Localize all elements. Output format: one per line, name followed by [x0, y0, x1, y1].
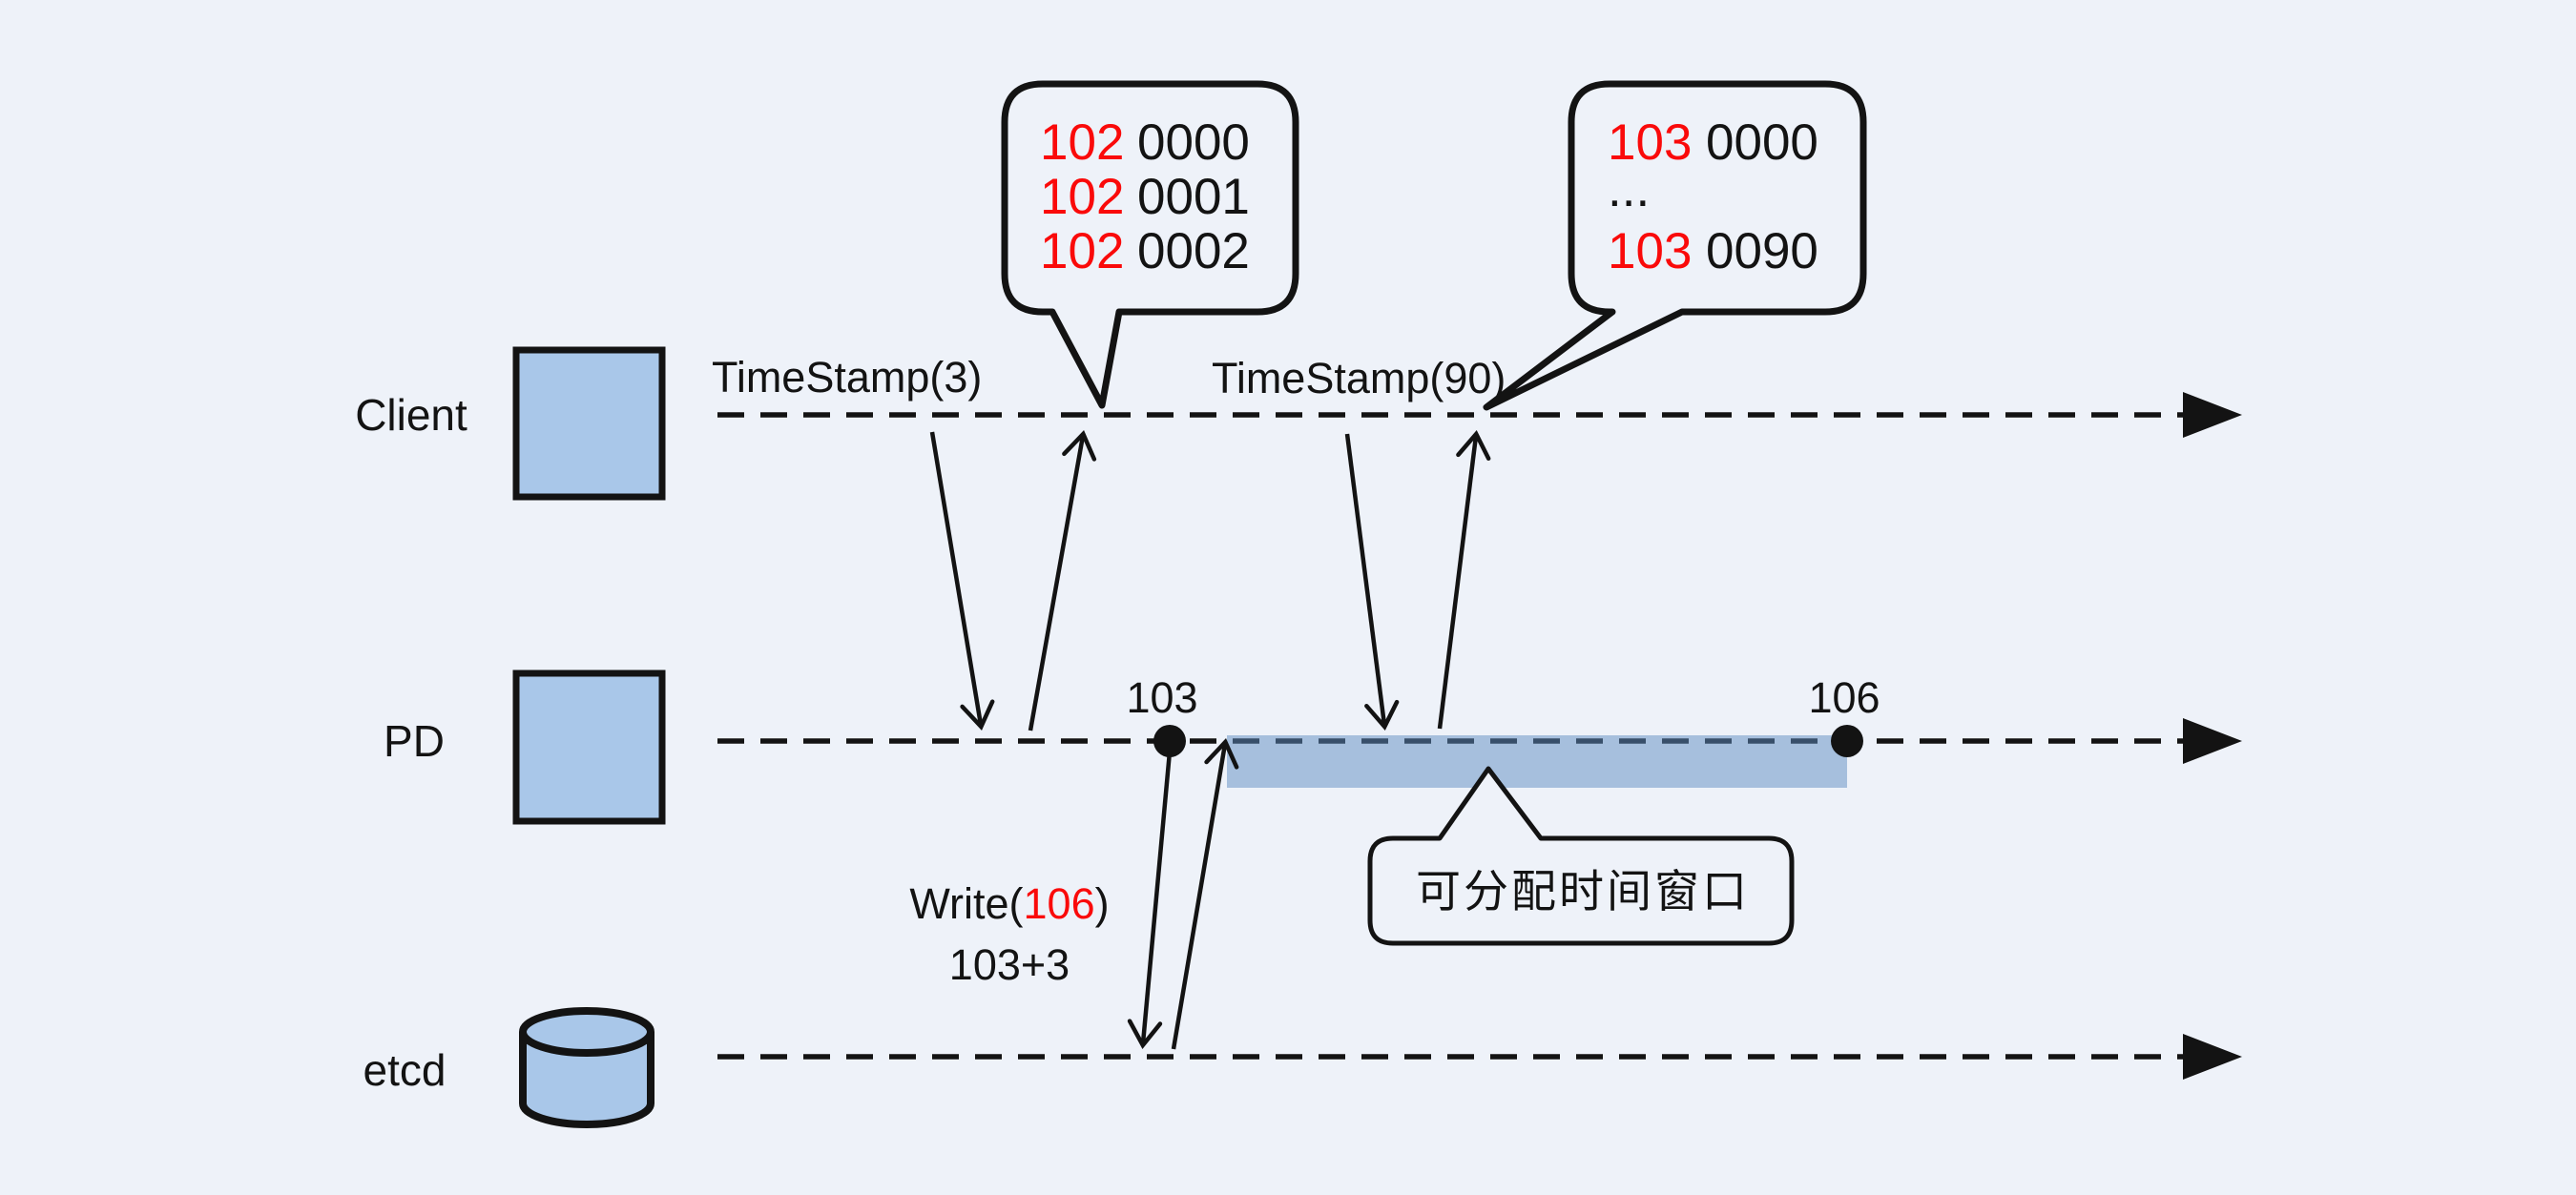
bubble2-line2-ellipsis: ...	[1608, 161, 1650, 217]
lane-label-etcd: etcd	[364, 1045, 447, 1095]
bubble2-line3-red: 103	[1608, 223, 1692, 279]
pd-point-103-dot	[1153, 725, 1186, 757]
allocatable-window-band	[1227, 735, 1847, 788]
ts90-response-arrow	[1437, 436, 1476, 730]
timestamp90-label: TimeStamp(90)	[1212, 354, 1506, 402]
pd-point-106-label: 106	[1808, 673, 1880, 722]
ts3-response-arrow	[1028, 436, 1083, 731]
bubble1-line1-black: 0000	[1137, 114, 1250, 171]
speech-bubble-ts3	[1001, 80, 1299, 409]
timestamp3-label: TimeStamp(3)	[712, 353, 982, 402]
etcd-ack-arrow	[1171, 744, 1225, 1050]
bubble1-line2-black: 0001	[1137, 169, 1250, 225]
write-label-suffix: )	[1095, 879, 1110, 928]
bubble2-line1-red: 103	[1608, 114, 1692, 171]
write-label-prefix: Write(	[909, 879, 1023, 928]
etcd-cylinder-body	[519, 1032, 654, 1128]
etcd-write-calc-label: 103+3	[949, 940, 1070, 989]
pd-point-106-dot	[1831, 725, 1863, 757]
pd-node-box	[512, 670, 666, 825]
lane-label-pd: PD	[384, 716, 445, 766]
etcd-write-label: Write(106)	[909, 879, 1109, 928]
etcd-write-arrow	[1143, 751, 1173, 1043]
bubble1-line2-red: 102	[1040, 169, 1124, 225]
bubble1-line3-red: 102	[1040, 223, 1124, 279]
etcd-database-icon	[519, 1007, 654, 1128]
bubble2-line1-black: 0000	[1706, 114, 1818, 171]
bubble1-line1-red: 102	[1040, 114, 1124, 171]
ts3-request-arrow	[929, 431, 981, 725]
client-timeline-arrowhead-icon	[2183, 392, 2242, 438]
speech-bubble-ts90	[1483, 80, 1867, 411]
bubble2-line3-black: 0090	[1706, 223, 1818, 279]
allocatable-window-callout	[1367, 766, 1795, 946]
etcd-cylinder-top	[519, 1007, 654, 1057]
client-node-box	[512, 346, 666, 501]
pd-point-103-label: 103	[1126, 673, 1197, 722]
svg-text:...: ...	[1608, 161, 1650, 217]
allocatable-window-label: 可分配时间窗口	[1416, 866, 1750, 917]
lane-label-client: Client	[355, 390, 467, 440]
ts90-request-arrow	[1344, 433, 1384, 725]
etcd-timeline-arrowhead-icon	[2183, 1034, 2242, 1080]
write-label-value: 106	[1024, 879, 1095, 928]
pd-timeline-arrowhead-icon	[2183, 718, 2242, 764]
bubble1-line3-black: 0002	[1137, 223, 1250, 279]
